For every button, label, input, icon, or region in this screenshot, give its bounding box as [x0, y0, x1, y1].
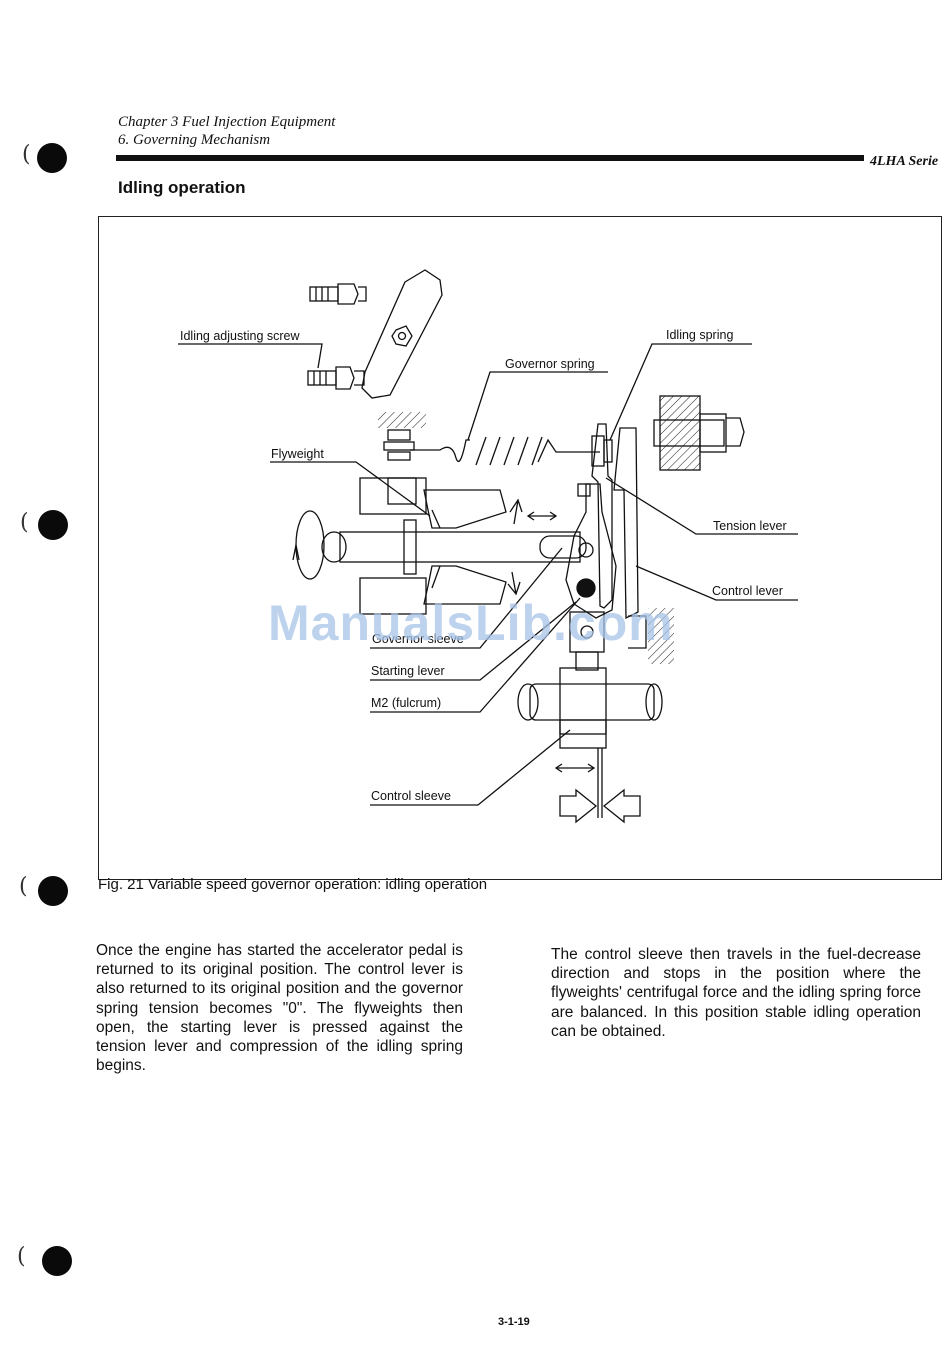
label-governor-spring: Governor spring — [505, 357, 595, 371]
label-starting-lever: Starting lever — [371, 664, 445, 678]
governor-sleeve — [539, 535, 587, 559]
label-m2-fulcrum: M2 (fulcrum) — [371, 696, 441, 710]
flyweight-lower — [423, 565, 507, 605]
flyweight-upper — [423, 489, 507, 529]
control-lever — [613, 427, 639, 620]
series-label: 4LHA Serie — [870, 154, 939, 169]
chapter-header: Chapter 3 Fuel Injection Equipment 6. Go… — [118, 113, 335, 149]
body-paragraph-2: The control sleeve then travels in the f… — [551, 946, 921, 1040]
header-rule — [116, 155, 864, 161]
page-number: 3-1-19 — [498, 1316, 530, 1328]
binder-hole-2 — [38, 510, 68, 540]
label-idling-adjusting-screw: Idling adjusting screw — [180, 329, 300, 343]
section-title: Idling operation — [118, 178, 246, 197]
binder-hole-mark-1: ( — [22, 142, 31, 167]
tension-lever — [591, 423, 613, 609]
binder-hole-4 — [42, 1246, 72, 1276]
label-idling-spring: Idling spring — [666, 328, 733, 342]
binder-hole-3 — [38, 876, 68, 906]
label-control-lever: Control lever — [712, 584, 783, 598]
label-control-sleeve: Control sleeve — [371, 789, 451, 803]
speed-lever-plate — [361, 269, 443, 399]
label-tension-lever: Tension lever — [713, 519, 787, 533]
figure-caption: Fig. 21 Variable speed governor operatio… — [98, 876, 488, 893]
section-subtitle: 6. Governing Mechanism — [118, 132, 271, 148]
watermark: ManualsLib.com — [268, 595, 674, 651]
binder-hole-mark-3: ( — [19, 874, 28, 899]
label-flyweight: Flyweight — [271, 447, 324, 461]
governor-diagram: Idling adjusting screw Idling spring Gov… — [178, 269, 798, 824]
idling-adjusting-screw-bolt — [307, 366, 365, 390]
chapter-title: Chapter 3 Fuel Injection Equipment — [118, 114, 336, 130]
body-paragraph-1: Once the engine has started the accelera… — [96, 942, 463, 1075]
governor-spring-coils — [410, 436, 600, 466]
stop-bolt-upper — [309, 283, 367, 305]
binder-hole-mark-4: ( — [17, 1244, 26, 1269]
label-governor-sleeve: Governor sleeve — [372, 632, 464, 646]
starting-lever — [565, 483, 617, 619]
binder-hole-1 — [37, 143, 67, 173]
figure-frame — [98, 216, 942, 880]
binder-hole-mark-2: ( — [20, 510, 29, 535]
